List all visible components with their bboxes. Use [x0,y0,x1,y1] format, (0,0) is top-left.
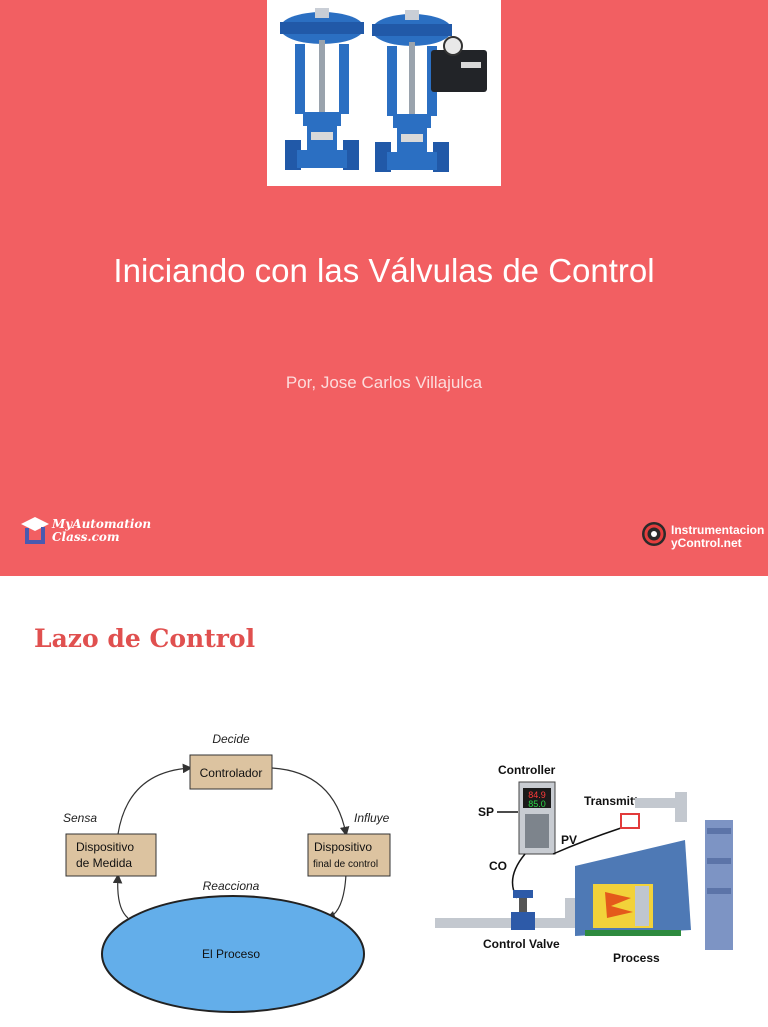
control-valve-left-image [280,8,364,170]
label-reacciona: Reacciona [203,879,260,893]
process-ellipse-label: El Proceso [202,947,260,961]
process-control-illustration: Controller 84.9 85.0 SP PV CO Transmitte… [435,758,733,968]
slide-title: Iniciando con las Válvulas de Control [113,252,655,289]
title-slide: Iniciando con las Válvulas de Control Po… [0,0,768,576]
label-influye: Influye [354,811,390,825]
myautomationclass-logo: MyAutomation Class.com [20,514,152,554]
control-valve-label: Control Valve [483,937,560,951]
control-valve-right-image [372,10,487,172]
graduation-cap-icon [21,517,49,544]
controller-display-bottom: 85.0 [528,799,546,809]
gauge-icon [642,522,666,546]
final-device-line2: final de control [313,859,378,870]
transmitter-label: Transmitter [584,794,650,808]
co-label: CO [489,859,507,873]
measure-device-line2: de Medida [76,856,132,870]
slide-author: Por, Jose Carlos Villajulca [285,373,483,392]
control-loop-diagram: Decide Controlador Sensa Influye Disposi… [58,722,403,1022]
process-label: Process [613,951,660,965]
logo-left-line2: Class.com [52,530,120,544]
section-title: Lazo de Control [34,624,256,653]
final-device-line1: Dispositivo [314,840,372,854]
logo-left-line1: MyAutomation [52,517,152,531]
logo-right-line2: yControl.net [671,536,742,550]
controller-label: Controller [498,763,556,777]
measure-device-line1: Dispositivo [76,840,134,854]
controller-box-label: Controlador [200,766,263,780]
pv-label: PV [561,833,577,847]
instrumentacionycontrol-logo: Instrumentacion yControl.net [640,520,768,556]
label-decide: Decide [212,732,250,746]
controller-display-top: 84.9 [528,790,546,800]
control-valves-photo [267,0,501,186]
label-sensa: Sensa [63,811,97,825]
sp-label: SP [478,805,494,819]
slide-separator [0,576,768,586]
logo-right-line1: Instrumentacion [671,523,765,537]
